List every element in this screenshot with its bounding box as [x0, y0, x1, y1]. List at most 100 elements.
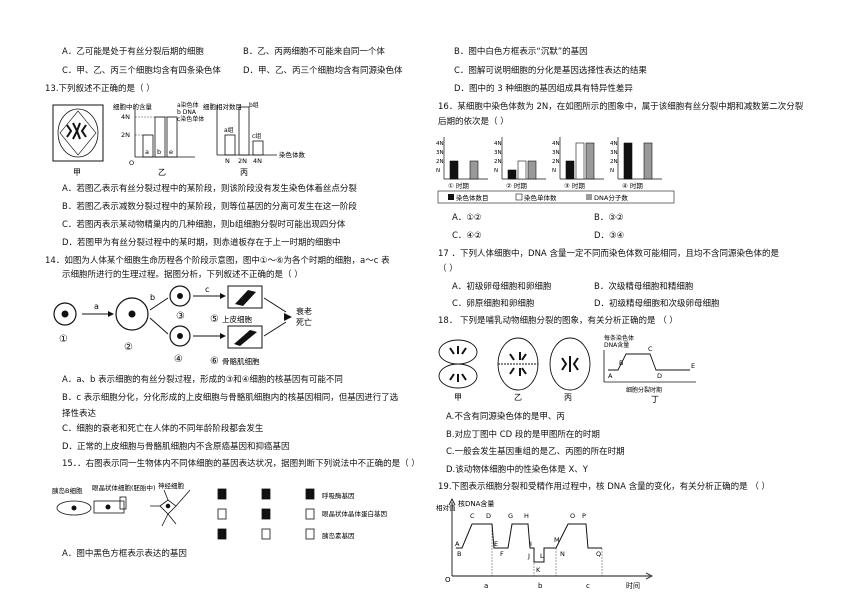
q16-panel-3-bar-1: [565, 160, 575, 180]
q13-option-a[interactable]: A．若图乙表示有丝分裂过程中的某阶段，则该阶段没有发生染色体着丝点分裂: [62, 184, 357, 194]
q18-ding-ylabel-1: 每条染色体: [604, 334, 634, 342]
q15-option-d[interactable]: D．图中的 3 种细胞的基因组成具有特异性差异: [454, 84, 633, 94]
q14-option-d[interactable]: D．正常的上皮细胞与骨骼肌细胞内不含原癌基因和抑癌基因: [62, 442, 290, 452]
q15-gene-grid: [217, 488, 315, 540]
q14-option-b-1[interactable]: B．c 表示细胞分化，分化形成的上皮细胞与骨骼肌细胞内的核基因相同，但基因进行了…: [62, 393, 399, 403]
q17-option-b[interactable]: B．次级精母细胞和精细胞: [594, 282, 694, 292]
q16-panel-1-bar-3: [469, 160, 479, 180]
q18-cell-jia: [438, 339, 478, 389]
q13-bing-x3: 4N: [253, 157, 262, 165]
q18-label-ding: 丁: [651, 395, 659, 404]
q14-label-1: ①: [59, 334, 68, 345]
q15-option-b[interactable]: B．图中白色方框表示“沉默”的基因: [454, 47, 588, 57]
q16-panel-3-ytick-4: N: [552, 168, 556, 174]
q19-point-b: B: [457, 550, 461, 558]
q18-ding-line: [608, 353, 690, 371]
q19-line: [456, 523, 602, 563]
q13-label-jia: 甲: [73, 168, 81, 177]
q16-panel-3-ytick-1: 4N: [552, 141, 560, 147]
q13-option-c[interactable]: C．若图丙表示某动物精巢内的几种细胞，则b组细胞分裂时可能出现四分体: [62, 220, 346, 230]
q18-option-c[interactable]: C.一般会发生基因重组的是乙、丙图的所在时期: [446, 447, 625, 457]
q14-label-2: ②: [124, 342, 133, 353]
q18-cell-bing: [549, 337, 591, 391]
q13-yi-bar-a: [142, 134, 154, 158]
q16-option-c[interactable]: C．④②: [452, 231, 482, 241]
q18-option-d[interactable]: D.该动物体细胞中的性染色体是 X、Y: [446, 465, 588, 475]
q18-ding-point-a: A: [608, 372, 613, 380]
q16-panel-2-ytick-2: 3N: [494, 150, 502, 156]
q19-origin: O: [445, 576, 451, 584]
q15-gene-r2c2: [261, 508, 271, 520]
q16-panel-4-ytick-4: N: [610, 168, 614, 174]
q16-legend-2: 染色单体数: [524, 193, 557, 202]
q15-cell1-label: 胰岛B细胞: [52, 486, 83, 495]
q16-panel-4-bar-3: [643, 142, 653, 180]
q16-option-d[interactable]: D．③④: [594, 231, 625, 241]
q18-option-b[interactable]: B.对应丁图中 CD 段的是甲图所在的时期: [446, 430, 600, 440]
q19-point-o: O: [570, 512, 575, 520]
q17-stem-2: （ ）: [438, 264, 458, 274]
q14-cell-4: [169, 325, 191, 347]
q16-option-a[interactable]: A．①②: [452, 213, 482, 223]
q15-option-c[interactable]: C．图解可说明细胞的分化是基因选择性表达的结果: [454, 66, 647, 76]
q19-point-q: Q: [596, 550, 601, 558]
q14-figure: ① a ② b ③ ④ c ⑤ 上皮细胞 ⑥ 骨骼肌细胞 衰老 死亡: [53, 285, 312, 367]
q14-option-a[interactable]: A．a、b 表示细胞的有丝分裂过程，形成的③和④细胞的核基因有可能不同: [62, 375, 343, 385]
q16-panel-1-ytick-3: 2N: [436, 159, 444, 165]
q13-yi-ylabel: 细胞中的含量: [113, 102, 153, 111]
q19-ylabel: 相对值: [436, 503, 456, 512]
prev-option-a[interactable]: A．乙可能是处于有丝分裂后期的细胞: [62, 47, 204, 57]
q16-panel-4-ytick-3: 2N: [610, 159, 618, 165]
q19-point-a: A: [455, 540, 460, 548]
q15-cell2-label: 眼晶状体细胞(胚胎中): [92, 483, 156, 492]
q16-panel-1-ytick-1: 4N: [436, 141, 444, 147]
q14-option-c[interactable]: C．细胞的衰老和死亡在人体的不同年龄阶段都会发生: [62, 424, 264, 434]
q19-point-g: G: [508, 512, 513, 520]
prev-option-d[interactable]: D．甲、乙、丙三个细胞均含有同源染色体: [243, 66, 403, 76]
q13-yi-bar-b: [154, 116, 166, 158]
q17-stem-1: 17 ．下列人体细胞中，DNA 含量一定不同而染色体数可能相同，且均不含同源染色…: [438, 249, 779, 259]
prev-option-b[interactable]: B．乙、丙两细胞不可能来自同一个体: [243, 47, 385, 57]
q16-panel-2-ytick-4: N: [494, 168, 498, 174]
q16-panel-2-ytick-3: 2N: [494, 159, 502, 165]
q14-label-5: ⑤: [210, 314, 219, 325]
q13-option-d[interactable]: D．若图甲为有丝分裂过程中的某时期，则赤道板存在于上一时期的细胞中: [62, 238, 341, 248]
q15-figure: 胰岛B细胞 眼晶状体细胞(胚胎中) 神经细胞 呼吸酶基因 眼晶状体晶体蛋白基因: [52, 481, 387, 540]
q13-chart-bing: 细胞相对数目 a组 b组 c组 N 2N 4N 染色体数: [203, 101, 306, 165]
q18-option-a[interactable]: A.不含有同源染色体的是甲、丙: [446, 412, 565, 422]
q16-option-b[interactable]: B．③②: [594, 213, 624, 223]
q18-ding-point-e: E: [691, 362, 695, 370]
q19-x-a: a: [484, 582, 488, 590]
q13-yi-bar-a-label: a: [145, 148, 149, 156]
q14-cell-5: [227, 285, 263, 309]
q18-ding-xlabel: 细胞分裂时期: [626, 386, 662, 394]
q14-cell-2: [115, 297, 149, 331]
q14-label-4: ④: [174, 354, 183, 365]
q18-ding-point-d: D: [657, 372, 662, 380]
q13-yi-legend-c: c染色单体: [177, 115, 204, 123]
q13-figure: 甲 细胞中的含量 4N 2N O a b e a染色体 b DNA c染色单体 …: [52, 101, 306, 177]
q18-chart-ding: 每条染色体 DNA含量 A B C D E 细胞分裂时期: [603, 334, 696, 394]
q15-option-a[interactable]: A．图中黑色方框表示表达的基因: [62, 549, 187, 559]
q13-bing-bar-b: [238, 106, 250, 156]
q18-ding-point-b: B: [619, 359, 623, 367]
q14-muscle-label: 骨骼肌细胞: [222, 356, 260, 366]
q15-cell2-label-text: 眼晶状体细胞(胚胎中): [92, 483, 156, 492]
q16-panel-4-ytick-2: 3N: [610, 150, 618, 156]
q17-option-a[interactable]: A．初级卵母细胞和卵细胞: [452, 282, 552, 292]
q15-gene-r3c1: [217, 528, 227, 540]
prev-option-c[interactable]: C．甲、乙、丙三个细胞均含有四条染色体: [62, 66, 221, 76]
q18-cell-yi: [497, 337, 539, 391]
q18-figure: 甲 乙 丙 每条染色体 DNA含量 A B C D E 细胞分裂时期 丁: [438, 334, 696, 404]
q17-option-d[interactable]: D．初级精母细胞和次级卵母细胞: [594, 299, 720, 309]
q19-point-d: D: [486, 512, 491, 520]
q17-option-c[interactable]: C．卵原细胞和卵细胞: [452, 299, 535, 309]
q16-legend-3: DNA分子数: [594, 193, 628, 202]
q13-option-b[interactable]: B．若图乙表示减数分裂过程中的某阶段，则等位基因的分离可发生在这一阶段: [62, 202, 357, 212]
q19-point-j: J: [527, 552, 530, 560]
q13-chart-yi: 细胞中的含量 4N 2N O a b e a染色体 b DNA c染色单体: [113, 101, 204, 167]
